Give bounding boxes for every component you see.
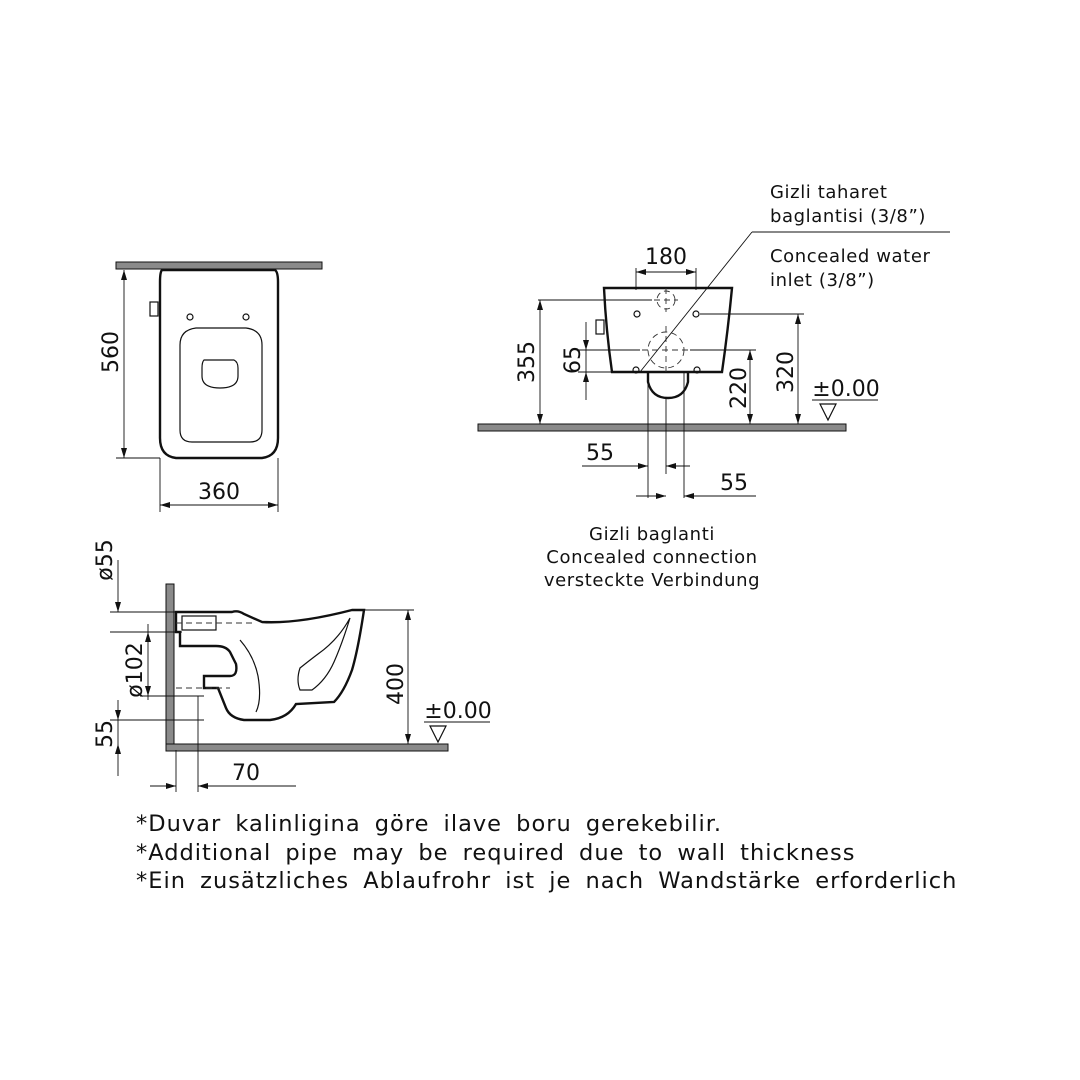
dim-320: 320 — [774, 351, 799, 393]
front-view-wall — [477, 423, 847, 432]
dim-55-left: 55 — [586, 441, 614, 466]
dim-65: 65 — [561, 346, 586, 374]
top-view-fixing-hole-left — [186, 313, 194, 321]
top-view-seat — [179, 327, 263, 443]
notes: *Duvar kalinligina göre ilave boru gerek… — [136, 810, 1036, 896]
front-view-body — [602, 286, 734, 374]
dim-360: 360 — [198, 480, 240, 505]
top-view-side-tab — [149, 301, 159, 317]
dim-355: 355 — [515, 341, 540, 383]
connection-label-en: Concealed connection — [546, 547, 757, 568]
dim-55-bottom: 55 — [93, 720, 118, 748]
dim-220: 220 — [727, 367, 752, 409]
top-view-bowl-opening — [201, 359, 239, 389]
dim-outlet-diameter: ø102 — [123, 642, 148, 697]
top-view-wall — [115, 261, 323, 270]
side-view-wall — [165, 583, 175, 751]
water-inlet-label-tr-1: Gizli taharet — [770, 182, 888, 203]
water-inlet-label-en-1: Concealed water — [770, 246, 931, 267]
dim-55-right: 55 — [720, 471, 748, 496]
note-english: *Additional pipe may be required due to … — [136, 839, 856, 866]
dim-400: 400 — [384, 663, 409, 705]
top-view-bowl-outline — [158, 268, 280, 460]
note-turkish: *Duvar kalinligina göre ilave boru gerek… — [136, 811, 723, 837]
water-inlet-label-tr-2: baglantisi (3/8”) — [770, 206, 926, 227]
dim-180: 180 — [645, 245, 687, 270]
side-level-label: ±0.00 — [424, 699, 491, 724]
front-view: 180 355 65 220 320 ±0.00 55 — [477, 182, 950, 591]
dim-560: 560 — [99, 331, 124, 373]
top-view: 560 360 — [99, 261, 323, 512]
top-view-fixing-hole-right — [242, 313, 250, 321]
water-inlet-label-en-2: inlet (3/8”) — [770, 270, 875, 291]
dim-70: 70 — [232, 761, 260, 786]
side-view-bowl-outline — [174, 608, 366, 722]
side-view: ø55 ø102 55 400 ±0.00 70 — [93, 539, 492, 792]
connection-label-tr: Gizli baglanti — [589, 524, 715, 545]
dim-inlet-diameter: ø55 — [93, 539, 118, 580]
connection-label-de: versteckte Verbindung — [544, 570, 760, 591]
front-level-label: ±0.00 — [812, 377, 879, 402]
front-view-outlet — [646, 372, 690, 400]
note-german: *Ein zusätzliches Ablaufrohr ist je nach… — [136, 868, 958, 894]
side-view-floor — [165, 743, 449, 752]
front-view-side-tab — [595, 319, 605, 335]
water-inlet-leader — [639, 231, 753, 373]
